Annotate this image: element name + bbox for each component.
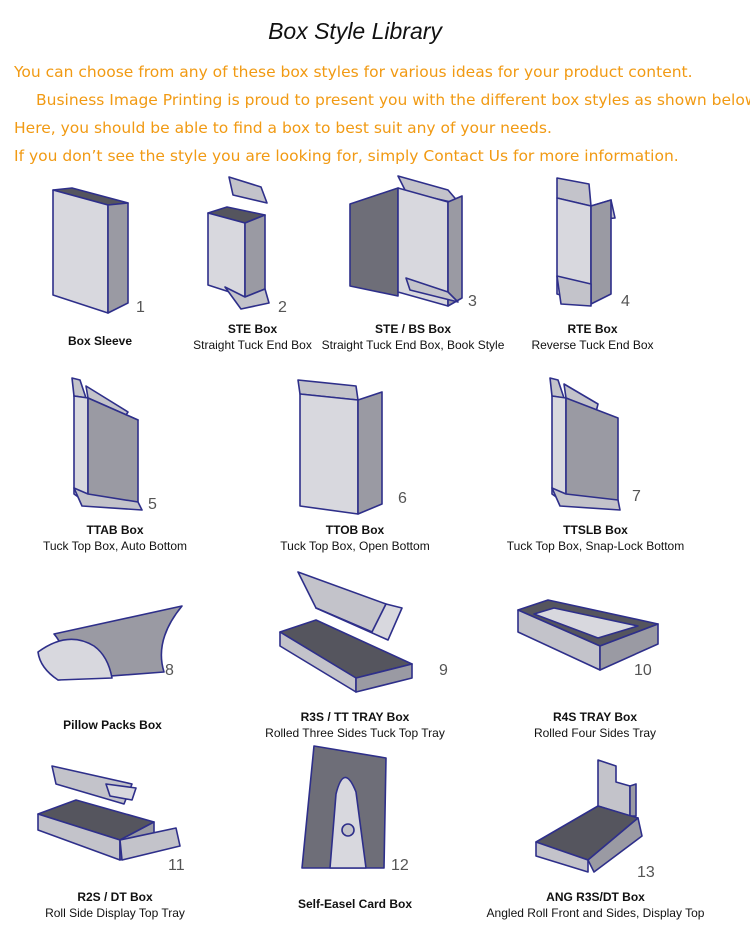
box-description: Tuck Top Box, Auto Bottom <box>42 539 188 553</box>
box-caption: R2S / DT Box Roll Side Display Top Tray <box>30 889 200 921</box>
box-code: TTSLB Box <box>563 523 628 537</box>
box-number: 12 <box>391 857 409 874</box>
box-code: R2S / DT Box <box>77 890 153 904</box>
box-number: 5 <box>148 496 157 513</box>
page-title: Box Style Library <box>268 18 442 44</box>
box-description: Rolled Four Sides Tray <box>533 726 657 740</box>
self-easel-box-illustration <box>300 742 400 872</box>
box-number: 3 <box>468 293 477 310</box>
box-number: 6 <box>398 490 407 507</box>
box-number: 4 <box>621 293 630 310</box>
r4s-tray-illustration <box>514 596 664 676</box>
box-code: STE / BS Box <box>374 322 451 336</box>
box-code: RTE Box <box>567 322 618 336</box>
box-code: R4S TRAY Box <box>552 710 638 724</box>
box-number: 9 <box>439 662 448 679</box>
pillow-box-illustration <box>34 600 194 690</box>
intro-line-1: You can choose from any of these box sty… <box>14 63 693 81</box>
box-caption: TTAB Box Tuck Top Box, Auto Bottom <box>30 522 200 554</box>
box-caption: ANG R3S/DT Box Angled Roll Front and Sid… <box>478 889 713 921</box>
ste-bs-box-illustration <box>348 172 468 312</box>
box-caption: STE / BS Box Straight Tuck End Box, Book… <box>318 321 508 353</box>
box-code: TTAB Box <box>86 523 144 537</box>
box-caption: Pillow Packs Box <box>40 717 185 733</box>
box-caption: TTOB Box Tuck Top Box, Open Bottom <box>270 522 440 554</box>
intro-line-2: Business Image Printing is proud to pres… <box>36 91 750 109</box>
ang-r3s-dt-box-illustration <box>532 756 662 876</box>
box-code: Pillow Packs Box <box>63 718 162 732</box>
ste-box-illustration <box>205 175 285 315</box>
box-caption: R4S TRAY Box Rolled Four Sides Tray <box>520 709 670 741</box>
box-number: 10 <box>634 662 652 679</box>
ttob-box-illustration <box>296 378 386 518</box>
box-caption: STE Box Straight Tuck End Box <box>185 321 320 353</box>
box-description: Tuck Top Box, Open Bottom <box>280 539 430 553</box>
r3s-tt-tray-illustration <box>276 568 416 698</box>
box-description: Reverse Tuck End Box <box>531 338 654 352</box>
box-number: 2 <box>278 299 287 316</box>
ttab-box-illustration <box>68 376 148 516</box>
box-code: Box Sleeve <box>67 334 133 348</box>
box-code: TTOB Box <box>325 523 385 537</box>
box-number: 1 <box>136 299 145 316</box>
r2s-dt-box-illustration <box>36 760 186 870</box>
rte-box-illustration <box>553 176 623 316</box>
box-number: 13 <box>637 864 655 881</box>
box-caption: Self-Easel Card Box <box>280 896 430 912</box>
box-number: 11 <box>168 857 185 874</box>
box-code: STE Box <box>227 322 278 336</box>
ttslb-box-illustration <box>546 376 626 516</box>
intro-line-3: Here, you should be able to find a box t… <box>14 119 552 137</box>
box-code: Self-Easel Card Box <box>297 897 413 911</box>
box-caption: TTSLB Box Tuck Top Box, Snap-Lock Bottom <box>503 522 688 554</box>
box-sleeve-illustration <box>50 185 140 315</box>
box-caption: R3S / TT TRAY Box Rolled Three Sides Tuc… <box>255 709 455 741</box>
box-description: Rolled Three Sides Tuck Top Tray <box>265 726 445 740</box>
box-caption: RTE Box Reverse Tuck End Box <box>525 321 660 353</box>
box-caption: Box Sleeve <box>40 333 160 349</box>
box-description: Straight Tuck End Box <box>193 338 312 352</box>
box-number: 7 <box>632 488 641 505</box>
box-code: ANG R3S/DT Box <box>546 890 645 904</box>
box-code: R3S / TT TRAY Box <box>300 710 410 724</box>
box-description: Angled Roll Front and Sides, Display Top <box>486 906 705 920</box>
box-number: 8 <box>165 662 174 679</box>
box-description: Roll Side Display Top Tray <box>45 906 185 920</box>
box-description: Tuck Top Box, Snap-Lock Bottom <box>506 539 685 553</box>
box-description: Straight Tuck End Box, Book Style <box>321 338 505 352</box>
intro-line-4: If you don’t see the style you are looki… <box>14 147 679 165</box>
